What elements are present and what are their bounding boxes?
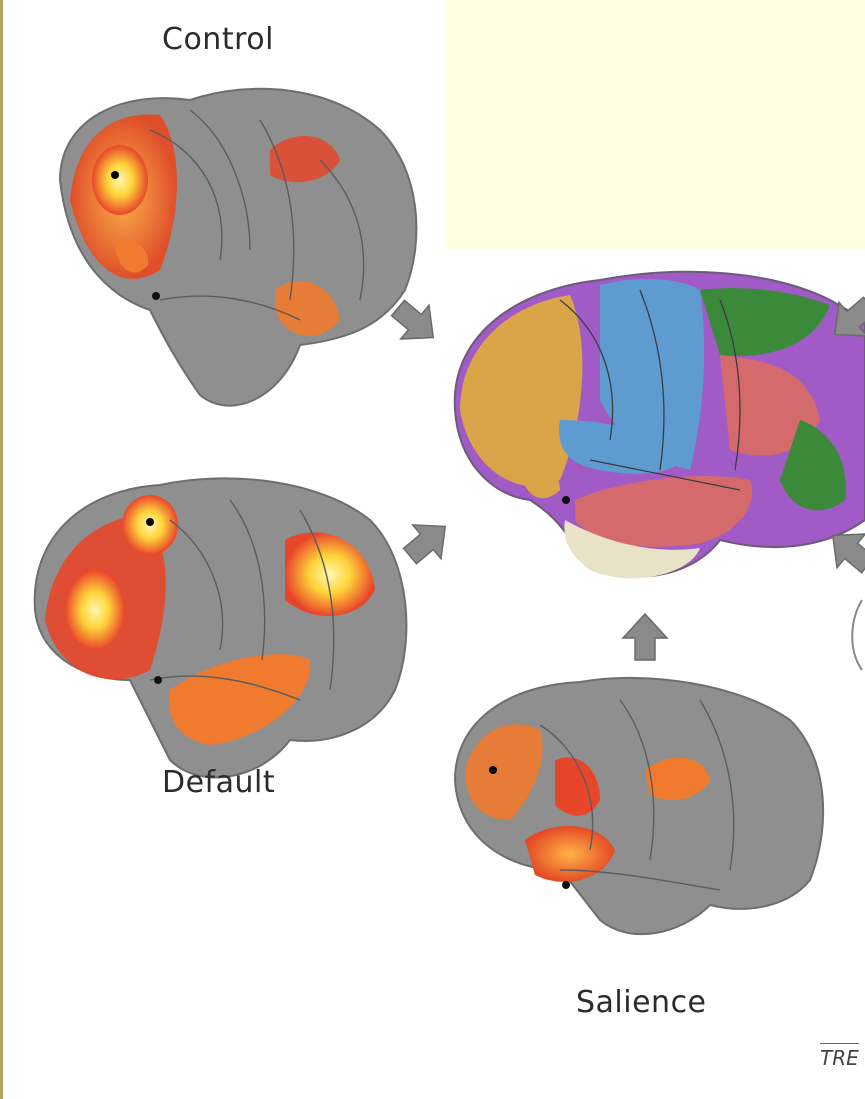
label-default: Default xyxy=(162,765,275,800)
default-brain xyxy=(35,478,407,777)
salience-brain xyxy=(455,678,823,934)
label-salience: Salience xyxy=(576,985,707,1020)
partial-brain-edge xyxy=(852,600,862,670)
label-control: Control xyxy=(162,22,274,57)
arrow-icon xyxy=(623,614,667,660)
parcellated-brain xyxy=(455,272,865,579)
journal-tag: TRE xyxy=(820,1043,859,1070)
control-brain xyxy=(60,89,416,406)
arrow-icon xyxy=(396,510,460,573)
